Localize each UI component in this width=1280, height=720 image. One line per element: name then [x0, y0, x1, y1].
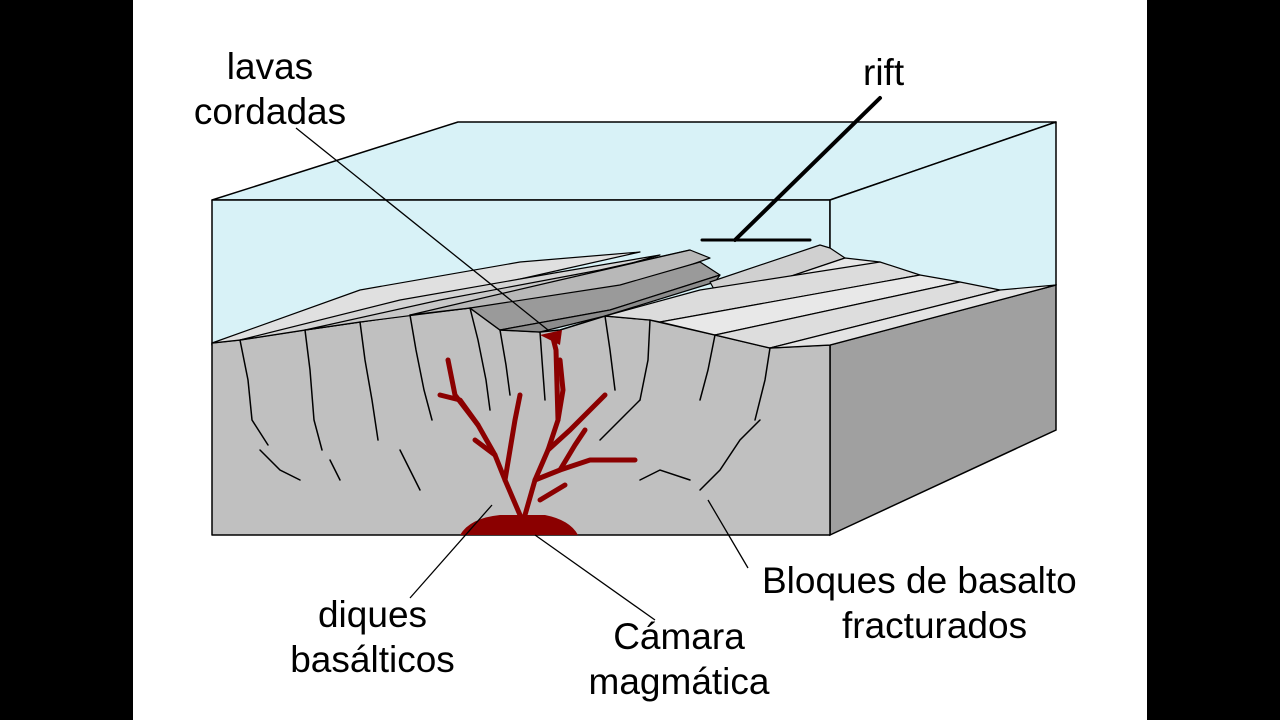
label-camara-line1: Cámara: [613, 616, 745, 657]
leader-lines: [295, 127, 749, 621]
fracture-lines: [239, 307, 771, 491]
diques-leader: [409, 504, 493, 599]
label-diques-line1: diques: [317, 594, 428, 635]
label-bloques-basalto: Bloques de basalto fracturados: [762, 558, 1132, 648]
label-bloques-line2: fracturados: [842, 605, 1028, 646]
label-bloques-line1: Bloques de basalto: [762, 560, 1077, 601]
label-camara-line2: magmática: [588, 661, 770, 702]
label-lavas-line2: cordadas: [193, 91, 347, 132]
label-rift-text: rift: [863, 52, 905, 93]
label-diques-basalticos: diques basálticos: [275, 592, 470, 682]
bloques-leader: [707, 499, 749, 569]
label-diques-line2: basálticos: [290, 639, 455, 680]
magma-chamber: [460, 515, 578, 535]
lava-flow-strips-left: [211, 249, 721, 344]
label-lavas-cordadas: lavas cordadas: [180, 44, 360, 134]
label-lavas-line1: lavas: [226, 46, 314, 87]
rock-front-face: [211, 307, 831, 536]
rift-marker: [700, 96, 882, 242]
camara-leader: [534, 534, 656, 621]
fault-steps-right: [604, 244, 1057, 349]
dike-tip: [540, 330, 562, 345]
lavas-leader: [295, 127, 549, 331]
fault-step: [769, 284, 1057, 349]
basaltic-dikes: [437, 335, 638, 518]
label-camara-magmatica: Cámara magmática: [574, 614, 784, 704]
label-rift: rift: [863, 50, 904, 95]
